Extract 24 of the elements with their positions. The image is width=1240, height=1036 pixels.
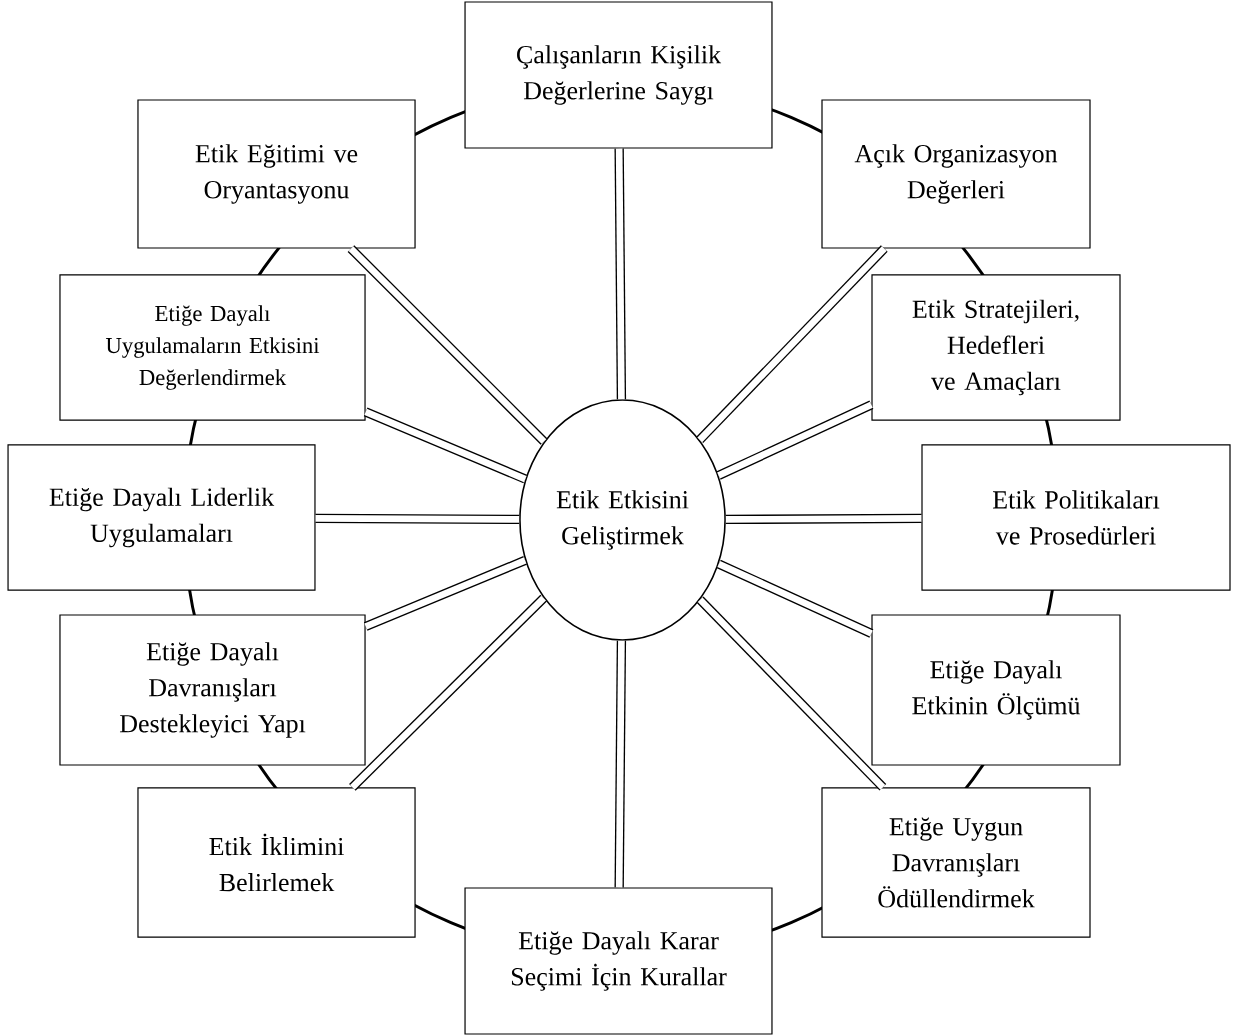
double-line: [716, 559, 874, 638]
double-line: [696, 245, 888, 444]
double-line: [725, 513, 922, 525]
double-line: [696, 596, 887, 791]
double-line: [716, 400, 874, 480]
concept-box: Etiğe Dayalı Davranışları Destekleyici Yapı: [59, 614, 366, 766]
concept-box: Etik İklimini Belirlemek: [137, 787, 416, 938]
concept-box: Etik Stratejileri, Hedefleri ve Amaçları: [871, 274, 1121, 421]
concept-box: Açık Organizasyon Değerleri: [821, 99, 1091, 249]
concept-box: Etiğe Uygun Davranışları Ödüllendirmek: [821, 787, 1091, 938]
double-line: [363, 407, 528, 484]
concept-box: Etik Eğitimi ve Oryantasyonu: [137, 99, 416, 249]
concept-box: Etik Politikaları ve Prosedürleri: [921, 444, 1231, 591]
concept-box: Etiğe Dayalı Etkinin Ölçümü: [871, 614, 1121, 766]
concept-box: Etiğe Dayalı Karar Seçimi İçin Kurallar: [464, 887, 773, 1035]
double-line: [349, 594, 547, 791]
double-line: [363, 556, 527, 631]
double-line: [347, 245, 548, 445]
double-line: [614, 148, 627, 400]
concept-box: Etiğe Dayalı Liderlik Uygulamaları: [7, 444, 316, 591]
concept-box: Etiğe Dayalı Uygulamaların Etkisini Değerlendirmek: [59, 274, 366, 421]
concept-box: Çalışanların Kişilik Değerlerine Saygı: [464, 1, 773, 149]
double-line: [315, 513, 520, 525]
double-line: [614, 640, 627, 888]
